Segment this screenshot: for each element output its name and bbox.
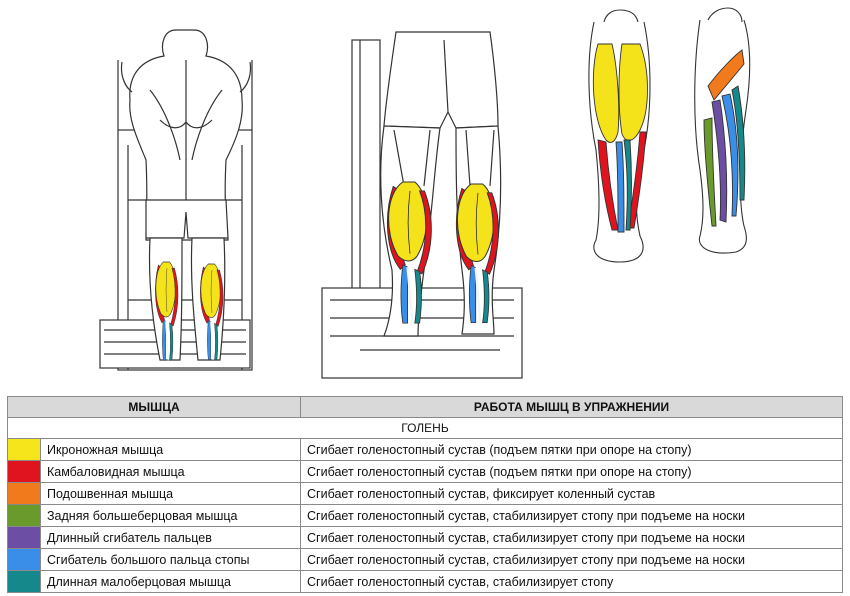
color-swatch bbox=[7, 526, 41, 549]
muscle-name: Задняя большеберцовая мышца bbox=[39, 504, 302, 527]
calf-muscles-detail-rear bbox=[592, 43, 648, 233]
color-swatch bbox=[7, 570, 41, 593]
muscle-action: Сгибает голеностопный сустав, стабилизир… bbox=[300, 570, 844, 593]
muscle-action: Сгибает голеностопный сустав (подъем пят… bbox=[300, 460, 844, 483]
muscle-action: Сгибает голеностопный сустав (подъем пят… bbox=[300, 438, 844, 461]
muscle-action: Сгибает голеностопный сустав, фиксирует … bbox=[300, 482, 844, 505]
muscle-name: Икроножная мышца bbox=[39, 438, 302, 461]
muscle-action: Сгибает голеностопный сустав, стабилизир… bbox=[300, 504, 844, 527]
color-swatch bbox=[7, 504, 41, 527]
muscle-name: Подошвенная мышца bbox=[39, 482, 302, 505]
figure-legs-closeup bbox=[321, 31, 523, 379]
table-header-row: МЫШЦА РАБОТА МЫШЦ В УПРАЖНЕНИИ bbox=[6, 396, 844, 418]
section-row: ГОЛЕНЬ bbox=[6, 417, 844, 439]
color-swatch bbox=[7, 482, 41, 505]
exercise-illustrations bbox=[99, 7, 751, 379]
muscle-name: Длинная малоберцовая мышца bbox=[39, 570, 302, 593]
section-title: ГОЛЕНЬ bbox=[6, 417, 844, 439]
muscle-table: МЫШЦА РАБОТА МЫШЦ В УПРАЖНЕНИИ ГОЛЕНЬ Ик… bbox=[6, 396, 844, 593]
header-muscle: МЫШЦА bbox=[6, 396, 302, 418]
muscle-action: Сгибает голеностопный сустав, стабилизир… bbox=[300, 548, 844, 571]
muscle-name: Камбаловидная мышца bbox=[39, 460, 302, 483]
muscle-name: Сгибатель большого пальца стопы bbox=[39, 548, 302, 571]
muscle-action: Сгибает голеностопный сустав, стабилизир… bbox=[300, 526, 844, 549]
figure-rear-view bbox=[99, 29, 253, 371]
color-swatch bbox=[7, 438, 41, 461]
calf-muscles-detail-side bbox=[703, 49, 746, 227]
muscle-name: Длинный сгибатель пальцев bbox=[39, 526, 302, 549]
color-swatch bbox=[7, 548, 41, 571]
color-swatch bbox=[7, 460, 41, 483]
header-action: РАБОТА МЫШЦ В УПРАЖНЕНИИ bbox=[300, 396, 844, 418]
